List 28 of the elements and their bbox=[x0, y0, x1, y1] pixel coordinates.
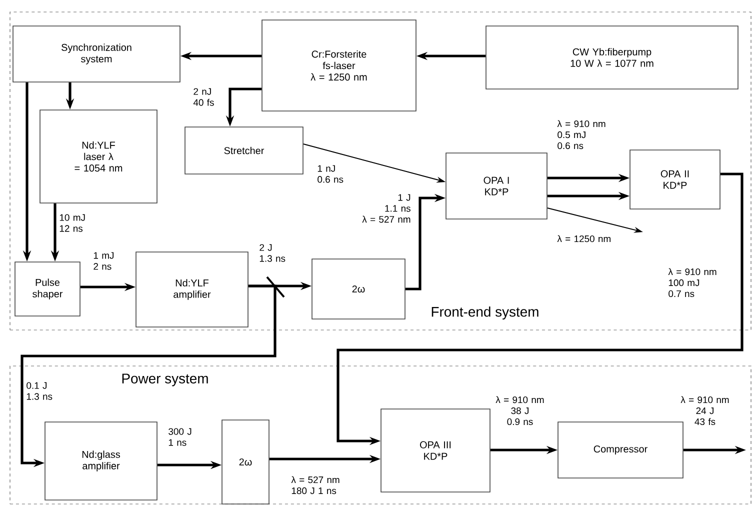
component-box: 2ω bbox=[312, 258, 406, 320]
component-box: OPA I KD*P bbox=[446, 152, 548, 220]
component-box: OPA II KD*P bbox=[630, 150, 720, 210]
component-box: Cr:Forsterite fs-laser λ = 1250 nm bbox=[262, 20, 416, 112]
edge-label: 2 J 1.3 ns bbox=[260, 244, 286, 262]
edge-label: λ = 1250 nm bbox=[557, 235, 610, 242]
component-box: CW Yb:fiberpump 10 W λ = 1077 nm bbox=[486, 26, 738, 90]
component-box: Nd:YLF amplifier bbox=[136, 252, 248, 328]
component-box: OPA III KD*P bbox=[380, 408, 490, 492]
component-box: Nd:glass amplifier bbox=[44, 422, 158, 500]
edge-label: λ = 910 nm 100 mJ 0.7 ns bbox=[668, 268, 716, 298]
edge-label: 2 nJ 40 fs bbox=[193, 88, 214, 106]
component-box: Pulse shaper bbox=[14, 262, 80, 316]
edge-label: 1 mJ 2 ns bbox=[94, 252, 114, 270]
component-box: 2ω bbox=[222, 420, 270, 504]
edge-label: 10 mJ 12 ns bbox=[60, 214, 85, 232]
edge-label: λ = 910 nm 24 J 43 fs bbox=[680, 396, 729, 426]
edge-label: 1 nJ 0.6 ns bbox=[318, 165, 344, 183]
component-box: Synchronization system bbox=[12, 26, 180, 82]
edge-label: 300 J 1 ns bbox=[168, 428, 192, 446]
component-box: Compressor bbox=[558, 422, 684, 478]
edge-label: λ = 527 nm 180 J 1 ns bbox=[291, 476, 340, 494]
edge-label: 1 J 1.1 ns λ = 527 nm bbox=[362, 194, 410, 223]
component-box: Nd:YLF laser λ = 1054 nm bbox=[40, 110, 158, 204]
component-box: Stretcher bbox=[184, 126, 304, 174]
edge-label: λ = 910 nm 38 J 0.9 ns bbox=[496, 396, 544, 426]
edge-label: 0.1 J 1.3 ns bbox=[26, 382, 52, 400]
edge-label: λ = 910 nm 0.5 mJ 0.6 ns bbox=[557, 120, 606, 150]
